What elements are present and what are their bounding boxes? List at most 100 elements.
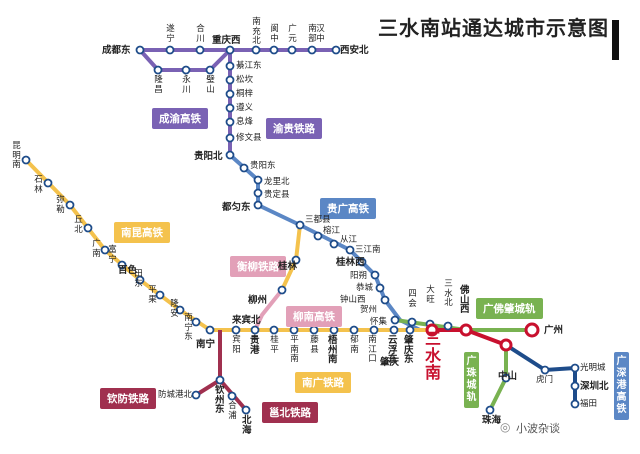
watermark: 小波杂谈 (516, 422, 560, 435)
station-zunyi: 遵义 (236, 103, 254, 113)
badge-guiguang: 贵广高铁 (320, 198, 376, 219)
station-kunmingnan: 昆明南 (12, 141, 21, 170)
station-nanning: 南宁 (196, 339, 216, 350)
station-sanshuibei: 三水北 (444, 279, 453, 308)
station-hezhou: 贺州 (360, 305, 378, 315)
station-qiubei: 丘北 (74, 215, 83, 235)
hub-station-label: 三水南 (424, 329, 441, 382)
station-dawang: 大旺 (426, 285, 435, 305)
station-nanningdong: 南宁东 (184, 313, 193, 342)
station-tiandong: 田东 (134, 269, 143, 289)
badge-yugui: 渝贵铁路 (266, 118, 322, 139)
station-guiyangdong: 贵阳东 (250, 161, 276, 171)
station-chongqingxi: 重庆西 (212, 35, 241, 46)
station-foshanxi: 佛山西 (460, 285, 470, 315)
station-guigang: 贵港 (250, 335, 260, 356)
station-yunfudong: 云浮东 (388, 335, 398, 365)
badge-guangshengang: 广深港高铁 (614, 352, 629, 420)
station-gongcheng: 恭城 (356, 283, 374, 293)
station-zhongshan: 中山 (498, 371, 518, 382)
station-humen: 虎门 (536, 375, 554, 385)
station-hanzhong: 汉中 (316, 24, 325, 44)
station-yangshuo: 阳朔 (350, 271, 368, 281)
station-shilin: 石林 (34, 175, 43, 195)
station-mile: 弥勒 (56, 195, 65, 215)
badge-nanguang: 南广铁路 (295, 372, 351, 393)
station-guangzhou: 广州 (544, 325, 564, 336)
badge-yongbei: 邕北铁路 (262, 402, 318, 423)
station-wuzhounan: 梧州南 (328, 335, 338, 365)
badge-guangfozhao: 广佛肇城轨 (476, 298, 543, 319)
station-duyun: 都匀东 (222, 202, 251, 213)
station-pingnan: 平南南 (290, 335, 299, 364)
station-xifeng: 息烽 (236, 117, 254, 127)
station-longchang: 隆昌 (154, 75, 163, 95)
station-nanjiangkou: 南江口 (368, 335, 377, 364)
station-guilinxi: 桂林西 (336, 257, 365, 268)
watermark-icon: ◎ (500, 420, 511, 434)
station-zhongshan-gx: 钟山西 (340, 295, 366, 305)
station-binyang: 宾阳 (232, 335, 241, 355)
station-qinzhoudong: 钦州东 (215, 385, 225, 415)
station-pingguo: 平果 (148, 285, 157, 305)
station-futian: 福田 (580, 399, 598, 409)
station-hechuan: 合川 (196, 24, 205, 44)
station-yongchuan: 永川 (182, 75, 191, 95)
station-guiding: 贵定县 (264, 190, 290, 200)
station-sandu: 三都县 (305, 215, 331, 225)
station-guiping: 桂平 (270, 335, 279, 355)
station-laibinbei: 来宾北 (232, 315, 261, 326)
station-chengdudong: 成都东 (102, 45, 131, 56)
station-zhaoqing: 肇庆 (380, 357, 400, 368)
badge-chengyu: 成渝高铁 (152, 108, 208, 129)
station-shenzhenbei: 深圳北 (580, 381, 609, 392)
station-qijiang: 綦江东 (236, 61, 262, 71)
title-accent-bar (612, 20, 619, 60)
station-sihui: 四会 (408, 289, 417, 309)
station-congjiang: 从江 (340, 235, 358, 245)
station-xiuwen: 修文县 (236, 133, 262, 143)
guangzhou-marker (524, 322, 540, 338)
page-title: 三水南站通达城市示意图 (378, 16, 609, 40)
station-guangnan: 广南 (92, 239, 101, 259)
station-dots (21, 45, 580, 415)
station-guangyuan: 广元 (288, 24, 297, 44)
guangzhounan-marker (499, 338, 513, 352)
station-langzhong: 阆中 (270, 24, 279, 44)
station-sanjiang: 三江南 (355, 245, 381, 255)
badge-guangzhu: 广珠城轨 (464, 352, 479, 408)
station-tongzi: 桐梓 (236, 89, 254, 99)
station-funing: 富宁 (108, 245, 117, 265)
station-beihai: 北海 (242, 415, 252, 436)
station-liuzhou: 柳州 (248, 295, 268, 306)
station-zhaoqingdong: 肇庆东 (404, 335, 414, 365)
station-suining: 遂宁 (166, 24, 175, 44)
station-huaiji: 怀集 (370, 317, 388, 327)
hub-station-marker (425, 323, 439, 337)
station-songzao: 松坎 (236, 75, 254, 85)
station-guilin: 桂林 (278, 261, 298, 272)
station-zhuhai: 珠海 (482, 415, 502, 426)
badge-liunan: 柳南高铁 (286, 306, 342, 327)
station-xian: 西安北 (340, 45, 369, 56)
station-nanbu: 南部 (308, 24, 317, 44)
station-tengxian: 藤县 (310, 335, 319, 355)
station-nanchuan: 南充北 (252, 17, 261, 46)
badge-hengliu: 衡柳铁路 (230, 256, 286, 277)
station-yulin: 郁南 (350, 335, 359, 355)
station-longli: 龙里北 (264, 177, 290, 187)
badge-qinfang: 钦防铁路 (100, 388, 156, 409)
station-bishan: 璧山 (206, 75, 215, 95)
station-baise: 百色 (118, 265, 138, 276)
station-longan: 隆安 (170, 299, 179, 319)
badge-nankun: 南昆高铁 (114, 222, 170, 243)
station-guiyangbei: 贵阳北 (194, 151, 223, 162)
station-rongjiang: 榕江 (323, 226, 341, 236)
line-liunan (253, 288, 284, 331)
station-hepu: 合浦 (228, 401, 237, 421)
foshanxi-marker (459, 323, 473, 337)
station-fangchenggangbei: 防城港北 (158, 390, 193, 400)
station-guangmingcheng: 光明城 (580, 363, 606, 373)
